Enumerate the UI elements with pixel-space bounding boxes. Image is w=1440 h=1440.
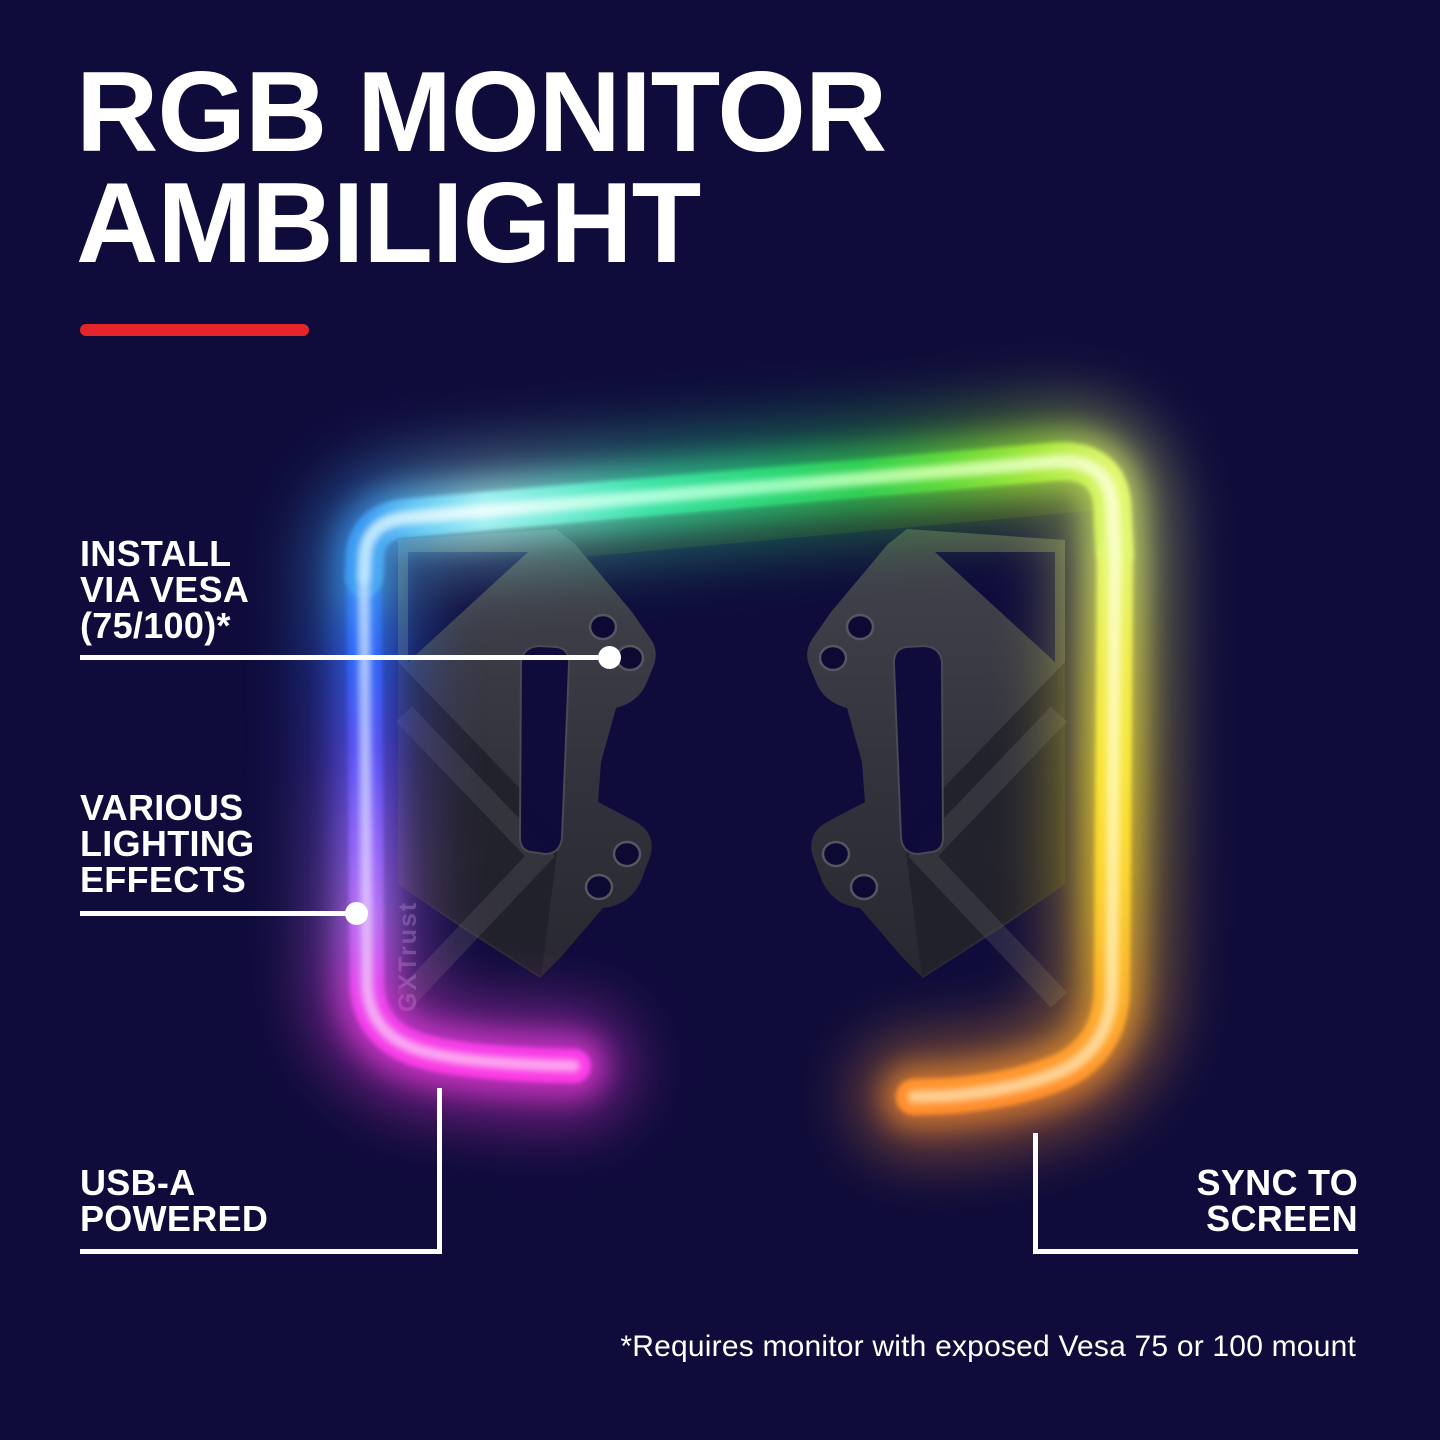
callout-sync-screen-line2: SCREEN — [1206, 1198, 1358, 1239]
callout-install-vesa: INSTALL VIA VESA (75/100)* — [80, 536, 249, 644]
page-title-line2: AMBILIGHT — [76, 159, 701, 287]
page-title-line1: RGB MONITOR — [76, 49, 887, 176]
callout-usb-powered-line2: POWERED — [80, 1198, 269, 1239]
callout-usb-powered-line1: USB-A — [80, 1162, 196, 1203]
callout-usb-powered: USB-A POWERED — [80, 1165, 268, 1237]
callout-sync-screen-line1: SYNC TO — [1196, 1162, 1358, 1203]
callout-usb-powered-leader-line-v — [437, 1088, 442, 1254]
footnote: *Requires monitor with exposed Vesa 75 o… — [620, 1330, 1356, 1363]
callout-lighting-effects-line2: LIGHTING — [80, 823, 255, 864]
callout-sync-screen: SYNC TO SCREEN — [1197, 1165, 1358, 1237]
callout-lighting-effects-line3: EFFECTS — [80, 859, 247, 900]
vesa-bracket-right — [807, 529, 1065, 1000]
callout-install-vesa-leader-line — [80, 655, 598, 660]
title-accent-rule — [80, 324, 309, 336]
led-strip-hotline — [357, 454, 1122, 1104]
callout-sync-screen-leader-line-h — [1033, 1249, 1358, 1254]
callout-lighting-effects-line1: VARIOUS — [80, 787, 244, 828]
callout-lighting-effects-leader-line — [80, 911, 346, 916]
page-title: RGB MONITOR AMBILIGHT — [76, 49, 887, 287]
callout-install-vesa-line1: INSTALL — [80, 533, 232, 574]
callout-lighting-effects-dot — [345, 902, 368, 925]
callout-usb-powered-leader-line-h — [80, 1249, 442, 1254]
callout-install-vesa-line3: (75/100)* — [80, 605, 231, 646]
callout-install-vesa-line2: VIA VESA — [80, 569, 250, 610]
callout-install-vesa-dot — [598, 646, 621, 669]
callout-sync-screen-leader-line-v — [1033, 1133, 1038, 1254]
callout-lighting-effects: VARIOUS LIGHTING EFFECTS — [80, 790, 254, 898]
vesa-bracket-left — [398, 529, 656, 1000]
